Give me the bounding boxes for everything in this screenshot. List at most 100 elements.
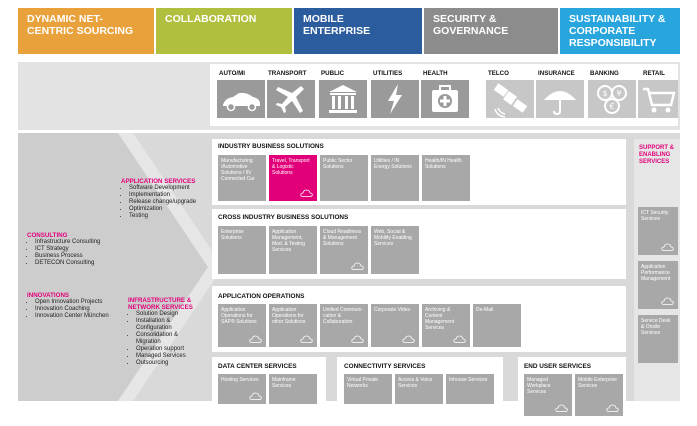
list-item: Managed Services	[136, 353, 200, 360]
category-label: SECURITY & GOVERNANCE	[433, 13, 509, 37]
support-title: SUPPORT & ENABLING SERVICES	[639, 145, 675, 165]
tile-corporate-video[interactable]: Corporate Video	[371, 304, 419, 347]
end-user-title: END USER SERVICES	[524, 363, 592, 370]
industry-telco: TELCO	[488, 70, 509, 77]
list-item: Installation & Configuration	[136, 318, 200, 332]
list-item: Innovation Center München	[35, 313, 119, 320]
list-item: Open Innovation Projects	[35, 299, 119, 306]
left-chevron-shape	[18, 133, 218, 401]
industry-auto: AUTO/MI	[219, 70, 246, 77]
list-item: Software Development	[129, 185, 213, 192]
tile-web-social[interactable]: Web, Social & Mobility Enabling Services	[371, 226, 419, 274]
umbrella-icon	[536, 80, 584, 118]
industry-banking: BANKING	[590, 70, 619, 77]
category-sustainability: SUSTAINABILITY & CORPORATE RESPONSIBILIT…	[560, 8, 680, 54]
category-label: COLLABORATION	[165, 13, 257, 25]
svg-text:€: €	[609, 102, 614, 111]
industry-public: PUBLIC	[321, 70, 345, 77]
tile-mainframe[interactable]: Mainframe Services	[269, 374, 317, 404]
cross-industry-title: CROSS INDUSTRY BUSINESS SOLUTIONS	[218, 214, 349, 221]
connectivity-title: CONNECTIVITY SERVICES	[344, 363, 426, 370]
tile-hosting[interactable]: Hosting Services	[218, 374, 266, 404]
list-item: Innovation Coaching	[35, 306, 119, 313]
cloud-icon	[555, 404, 568, 412]
list-item: Consolidation & Migration	[136, 332, 200, 346]
list-item: ICT Strategy	[35, 246, 119, 253]
tile-vpn[interactable]: Virtual Private Networks	[344, 374, 392, 404]
tile-inhouse[interactable]: Inhouse Services	[446, 374, 494, 404]
cloud-icon	[606, 404, 619, 412]
list-item: Optimization	[129, 206, 213, 213]
app-services-title: APPLICATION SERVICES	[121, 178, 196, 185]
car-icon	[217, 80, 265, 118]
tile-app-ops-other[interactable]: Application Operations for other Solutio…	[269, 304, 317, 347]
category-dynamic-sourcing: DYNAMIC NET-CENTRIC SOURCING	[18, 8, 154, 54]
satellite-icon	[486, 80, 534, 118]
list-item: Business Process	[35, 253, 119, 260]
tile-public-sector[interactable]: Public Sector Solutions	[320, 155, 368, 201]
app-operations-title: APPLICATION OPERATIONS	[218, 293, 305, 300]
category-collaboration: COLLABORATION	[156, 8, 292, 54]
cloud-icon	[351, 262, 364, 270]
tile-app-ops-sap[interactable]: Application Operations for SAP® Solution…	[218, 304, 266, 347]
tile-utilities[interactable]: Utilities / IN Energy Solutions	[371, 155, 419, 201]
consulting-group: CONSULTING Infrastructure Consulting ICT…	[27, 232, 119, 267]
list-item: Outsourcing	[136, 360, 200, 367]
app-services-group: APPLICATION SERVICES Software Developmen…	[121, 178, 213, 220]
cloud-icon	[249, 335, 262, 343]
tile-cloud-readiness[interactable]: Cloud Readiness & Management Solutions	[320, 226, 368, 274]
list-item: Solution Design	[136, 311, 200, 318]
list-item: Infrastructure Consulting	[35, 239, 119, 246]
svg-text:$: $	[602, 89, 607, 98]
first-aid-icon	[421, 80, 469, 118]
tile-managed-workplace[interactable]: Managed Workplace Services	[524, 374, 572, 416]
tile-access-voice[interactable]: Access & Voice Services	[395, 374, 443, 404]
tile-app-performance[interactable]: Application Performance Management	[638, 261, 678, 309]
category-label: DYNAMIC NET-CENTRIC SOURCING	[27, 13, 134, 37]
tile-unified-comm[interactable]: Unified Communi-cation & Collaboration	[320, 304, 368, 347]
list-item: DETECON Consulting	[35, 260, 119, 267]
tile-archiving[interactable]: Archiving & Content Management Services	[422, 304, 470, 347]
cloud-icon	[402, 335, 415, 343]
airplane-icon	[267, 80, 315, 118]
industry-solutions-title: INDUSTRY BUSINESS SOLUTIONS	[218, 143, 324, 150]
innovations-title: INNOVATIONS	[27, 292, 70, 299]
shopping-cart-icon	[638, 80, 678, 118]
tile-ict-security[interactable]: ICT Security Services	[638, 207, 678, 255]
category-mobile-enterprise: MOBILE ENTERPRISE	[294, 8, 422, 54]
cloud-icon	[249, 392, 262, 400]
cloud-icon	[300, 335, 313, 343]
industry-insurance: INSURANCE	[538, 70, 575, 77]
svg-text:¥: ¥	[616, 89, 621, 98]
industry-retail: RETAIL	[643, 70, 665, 77]
consulting-title: CONSULTING	[27, 232, 68, 239]
data-center-title: DATA CENTER SERVICES	[218, 363, 297, 370]
list-item: Operation support	[136, 346, 200, 353]
list-item: Release change/upgrade	[129, 199, 213, 206]
industry-utilities: UTILITIES	[373, 70, 403, 77]
tile-enterprise[interactable]: Enterprise Solutions	[218, 226, 266, 274]
lightning-icon	[371, 80, 419, 118]
list-item: Implementation	[129, 192, 213, 199]
tile-de-mail[interactable]: De-Mail	[473, 304, 521, 347]
category-security: SECURITY & GOVERNANCE	[424, 8, 558, 54]
tile-health[interactable]: Health/IN Health Solutions	[422, 155, 470, 201]
cloud-icon	[661, 297, 674, 305]
innovations-group: INNOVATIONS Open Innovation Projects Inn…	[27, 292, 119, 320]
category-label: SUSTAINABILITY & CORPORATE RESPONSIBILIT…	[569, 13, 666, 49]
cloud-icon	[661, 243, 674, 251]
tile-mobile-enterprise[interactable]: Mobile Enterprise Services	[575, 374, 623, 416]
coins-icon: $ ¥€	[588, 80, 636, 118]
tile-manufacturing[interactable]: Manufacturing /Automotive Solutions / IN…	[218, 155, 266, 201]
infrastructure-title: INFRASTRUCTURE & NETWORK SERVICES	[128, 297, 193, 311]
tile-service-desk[interactable]: Service Desk & Onsite Services	[638, 315, 678, 363]
list-item: Testing	[129, 213, 213, 220]
tile-application-management[interactable]: Application Management, Mod. & Testing S…	[269, 226, 317, 274]
industry-health: HEALTH	[423, 70, 448, 77]
cloud-icon	[453, 335, 466, 343]
cloud-icon	[351, 335, 364, 343]
cloud-icon	[300, 189, 313, 197]
industry-transport: TRANSPORT	[268, 70, 307, 77]
tile-travel-transport[interactable]: Travel, Transport & Logistic Solutions	[269, 155, 317, 201]
building-icon	[319, 80, 367, 118]
